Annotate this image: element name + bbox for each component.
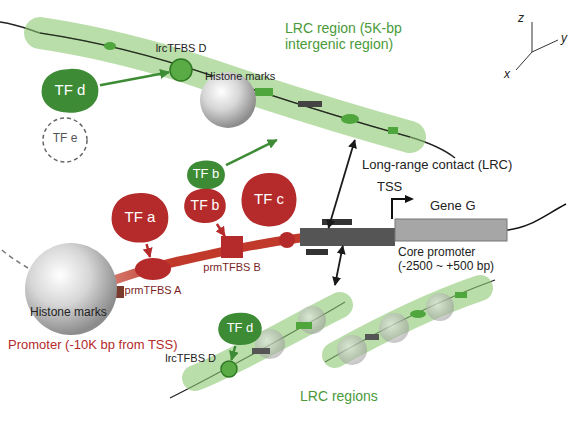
rect-outline [300, 228, 395, 246]
decor-rect [255, 88, 273, 96]
binding-site: Core promoter (-2500 ~ +500 bp) [300, 228, 395, 246]
axis-label: y [561, 32, 571, 46]
ellipse-outline [135, 258, 171, 280]
node-label: TF c [240, 190, 298, 207]
decor-rect [455, 292, 467, 298]
ellipse-outline [221, 361, 237, 377]
sphere-outline [25, 243, 117, 335]
node-shape [220, 360, 238, 378]
connector-arrow [147, 244, 150, 257]
decor-rect [388, 127, 398, 134]
binding-site: prmTFBS A [134, 257, 172, 281]
axis-line [516, 52, 532, 70]
decor-rect [252, 348, 270, 354]
binding-site: prmTFBS B [221, 236, 243, 258]
node-label: LRC region (5K-bp intergenic region) [285, 20, 460, 52]
connector-arrow [226, 140, 277, 165]
connector-arrow [329, 140, 355, 228]
tf-blob: TF a [110, 192, 170, 244]
ellipse-outline [43, 118, 87, 162]
axis-label: z [518, 12, 532, 26]
decor-circle [379, 313, 409, 343]
node-label: lrcTFBS D [150, 352, 216, 365]
decor-ellipse [341, 114, 359, 124]
decor-circle [255, 329, 285, 359]
binding-site: lrcTFBS D [220, 360, 238, 378]
node-shape [134, 257, 172, 281]
tf-blob: TF b [186, 160, 226, 190]
tf-blob: TF d [40, 68, 100, 114]
node-shape [169, 58, 193, 82]
binding-site: Gene G [395, 219, 507, 241]
node-label: TF d [40, 81, 100, 98]
tf-blob: TF b [183, 188, 227, 224]
connector-arrow [217, 224, 225, 236]
edge-label: Long-range contact (LRC) [362, 158, 532, 173]
binding-site: lrcTFBS D [169, 58, 193, 82]
dna-strand [2, 250, 28, 268]
node-label: Histone marks [205, 70, 280, 83]
dna-segment [306, 249, 328, 255]
node-label: Gene G [430, 199, 500, 214]
dna-strand [507, 204, 566, 230]
decor-rect [296, 322, 312, 329]
decor-path [195, 305, 340, 378]
decor-rect [298, 101, 322, 107]
axis-line [532, 40, 558, 52]
node-label: prmTFBS A [118, 284, 188, 297]
decor-circle [298, 306, 326, 334]
node-shape [300, 228, 395, 246]
node-label: TF b [186, 167, 226, 182]
node-label: Promoter (-10K bp from TSS) [8, 338, 228, 353]
node-label: TF d [217, 321, 263, 336]
node-label: prmTFBS B [197, 261, 267, 274]
tf-blob: TF d [217, 312, 263, 346]
tss-arrowhead [405, 195, 414, 203]
node-label: Histone marks [30, 306, 120, 320]
axis-label: x [504, 68, 516, 82]
binding-site: TF e [42, 117, 88, 163]
tf-blob: TF c [240, 172, 298, 228]
decor-ellipse [104, 42, 116, 50]
node-label: TF a [110, 208, 170, 225]
node-label: TF e [42, 132, 88, 146]
node-label: Core promoter (-2500 ~ +500 bp) [398, 246, 504, 274]
decor-circle [426, 293, 454, 321]
histone-sphere: Histone marks [200, 72, 256, 128]
axis-line [532, 22, 533, 52]
histone-sphere: Histone marks [25, 243, 117, 335]
decor-path [170, 302, 345, 398]
connector-arrow [335, 246, 343, 285]
decor-rect [365, 334, 379, 340]
decor-circle [337, 335, 367, 365]
node-shape [395, 219, 507, 241]
node-label: TF b [183, 197, 227, 213]
node-shape [25, 243, 117, 335]
node-shape [221, 236, 243, 258]
node-label: lrcTFBS D [136, 42, 226, 55]
decor-ellipse [410, 310, 426, 318]
tss-label: TSS [377, 180, 417, 195]
rect-outline [221, 236, 243, 258]
rect-outline [395, 219, 507, 241]
decor-circle [279, 232, 295, 248]
tss-arrow [392, 199, 407, 219]
dna-segment [322, 219, 352, 225]
ellipse-outline [170, 59, 192, 81]
node-label: LRC regions [300, 388, 410, 404]
